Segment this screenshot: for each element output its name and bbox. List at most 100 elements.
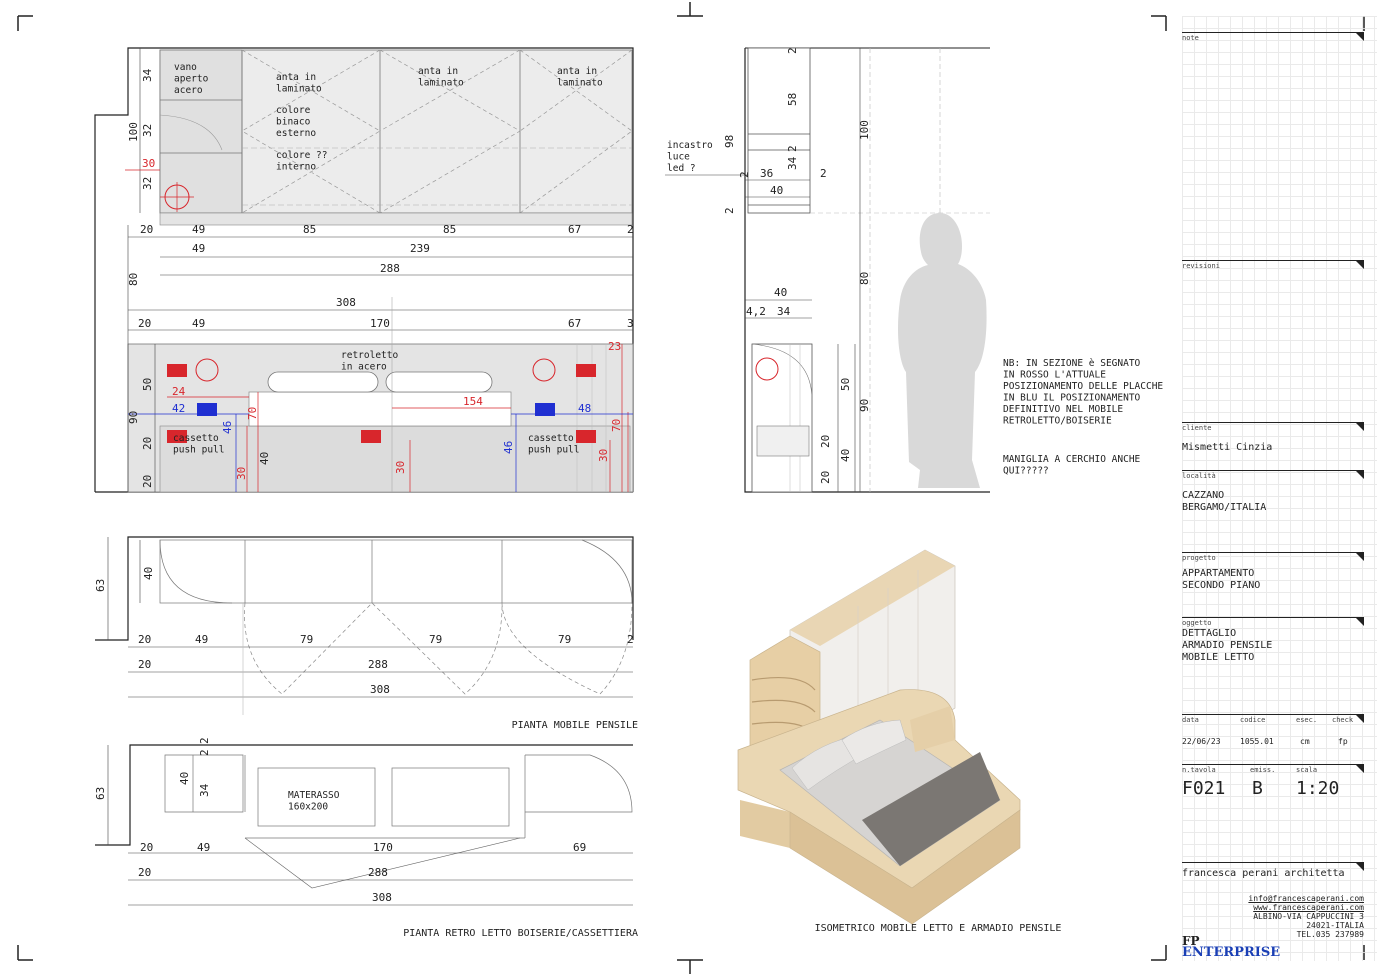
rule-marker xyxy=(1356,261,1364,269)
dim-label-red: 70 xyxy=(610,419,623,432)
dim-label: 2 xyxy=(627,223,634,236)
text-line: QUI????? xyxy=(1003,466,1049,477)
text-line: anta in xyxy=(557,66,597,77)
text-line: NB: IN SEZIONE è SEGNATO xyxy=(1003,358,1141,369)
rule xyxy=(1182,32,1364,33)
blue-plate xyxy=(535,403,555,416)
dim-label: 49 xyxy=(192,223,205,236)
plan-pensile: 63 40 20 49 79 79 79 2 20 288 308 PIANTA… xyxy=(94,536,638,731)
text-line: laminato xyxy=(418,78,464,89)
text-line: aperto xyxy=(174,74,209,85)
rule xyxy=(1182,714,1364,715)
logo-fp: FP xyxy=(1182,934,1200,948)
red-plate xyxy=(361,430,381,443)
ntavola-label: n.tavola xyxy=(1182,766,1216,774)
rule-marker xyxy=(1356,33,1364,41)
text-line: cassetto xyxy=(528,433,574,444)
dim-label: 50 xyxy=(839,378,852,391)
rule-marker xyxy=(1356,863,1364,871)
dim-label: 20 xyxy=(138,633,151,646)
dim-label: 79 xyxy=(429,633,442,646)
text-line: MANIGLIA A CERCHIO ANCHE xyxy=(1003,454,1141,465)
dim-label: 170 xyxy=(370,317,390,330)
studio-name: francesca perani architetta xyxy=(1182,868,1345,879)
dim-label: 34 xyxy=(786,156,799,170)
text-line: RETROLETTO/BOISERIE xyxy=(1003,416,1112,427)
text-line: POSIZIONAMENTO DELLE PLACCHE xyxy=(1003,381,1163,392)
email-link[interactable]: info@francescaperani.com xyxy=(1248,894,1364,903)
dim-label-blue: 48 xyxy=(578,402,591,415)
dim-label: 40 xyxy=(178,772,191,785)
rule xyxy=(1182,764,1364,765)
rule xyxy=(1182,617,1364,618)
text-line: colore xyxy=(276,105,311,116)
text-line: push pull xyxy=(528,445,579,456)
text-line: push pull xyxy=(173,445,224,456)
web-link[interactable]: www.francescaperani.com xyxy=(1253,903,1364,912)
dim-label: 98 xyxy=(723,135,736,148)
dim-label: 58 xyxy=(786,93,799,106)
address-line-1: ALBINO-VIA CAPPUCCINI 3 xyxy=(1253,912,1364,921)
text-line: acero xyxy=(174,85,203,96)
dim-label-red: 154 xyxy=(463,395,483,408)
rule xyxy=(1182,862,1364,863)
dim-label: 85 xyxy=(303,223,316,236)
dim-label: 100 xyxy=(127,122,140,142)
dim-label: 79 xyxy=(300,633,313,646)
dim-label: 49 xyxy=(192,317,205,330)
cliente-label: cliente xyxy=(1182,424,1212,432)
blue-plate xyxy=(197,403,217,416)
emiss-value: B xyxy=(1252,778,1263,799)
rule xyxy=(1182,470,1364,471)
codice-value: 1055.01 xyxy=(1240,737,1274,746)
localita-label: località xyxy=(1182,472,1216,480)
data-label: data xyxy=(1182,716,1199,724)
dim-label: 63 xyxy=(94,579,107,592)
address-line-2: 24021-ITALIA xyxy=(1306,921,1364,930)
ntavola-value: F021 xyxy=(1182,778,1226,799)
dim-label: 239 xyxy=(410,242,430,255)
telephone: TEL.035 237989 xyxy=(1296,930,1364,939)
dim-label: 4,2 xyxy=(746,305,766,318)
dim-label: 69 xyxy=(573,841,586,854)
dim-label: 100 xyxy=(858,120,871,140)
check-label: check xyxy=(1332,716,1354,724)
localita-value: CAZZANO BERGAMO/ITALIA xyxy=(1182,490,1267,513)
text-line: in acero xyxy=(341,362,387,373)
dim-label: 3 xyxy=(627,317,634,330)
dim-label-red: 30 xyxy=(142,157,155,170)
dim-label: 2 xyxy=(723,207,736,214)
dim-label: 80 xyxy=(858,272,871,285)
dim-label: 40 xyxy=(839,449,852,462)
text-line: IN ROSSO L'ATTUALE xyxy=(1003,370,1106,381)
isometric-render: ISOMETRICO MOBILE LETTO E ARMADIO PENSIL… xyxy=(737,549,1061,934)
text-line: colore ?? xyxy=(276,150,327,161)
text-line: laminato xyxy=(557,78,603,89)
emiss-label: emiss. xyxy=(1250,766,1276,774)
progetto-label: progetto xyxy=(1182,554,1216,562)
text-line: retroletto xyxy=(341,350,398,361)
dim-label-red: 23 xyxy=(608,340,621,353)
text-line: laminato xyxy=(276,84,322,95)
rule xyxy=(1182,422,1364,423)
esec-value: cm xyxy=(1300,737,1310,746)
dim-label: 40 xyxy=(258,452,271,465)
dim-label-red: 70 xyxy=(246,407,259,420)
dim-label: 32 xyxy=(141,177,154,190)
dim-label: 2 xyxy=(738,171,751,178)
red-plate xyxy=(167,430,187,443)
rule xyxy=(1182,552,1364,553)
dim-label: 2 xyxy=(627,633,634,646)
title-block-grid xyxy=(1182,16,1377,961)
progetto-value: APPARTAMENTO SECONDO PIANO xyxy=(1182,568,1261,591)
